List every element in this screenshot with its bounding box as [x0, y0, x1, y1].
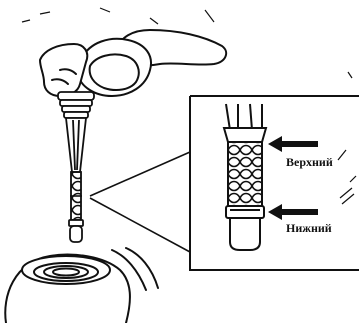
edge-marks [338, 150, 356, 204]
hand-drawing [40, 30, 226, 96]
callout-leaders [90, 152, 190, 252]
plug-tip [69, 220, 83, 242]
label-arrows [268, 136, 318, 220]
plug-collar [58, 92, 94, 118]
engine-boss [5, 248, 158, 323]
callout-frame [190, 96, 359, 270]
plug-shank [66, 118, 86, 172]
label-upper: Верхний [286, 156, 333, 168]
label-lower: Нижний [286, 222, 332, 234]
detail-zoom [224, 104, 266, 250]
plug-braid [70, 172, 82, 220]
